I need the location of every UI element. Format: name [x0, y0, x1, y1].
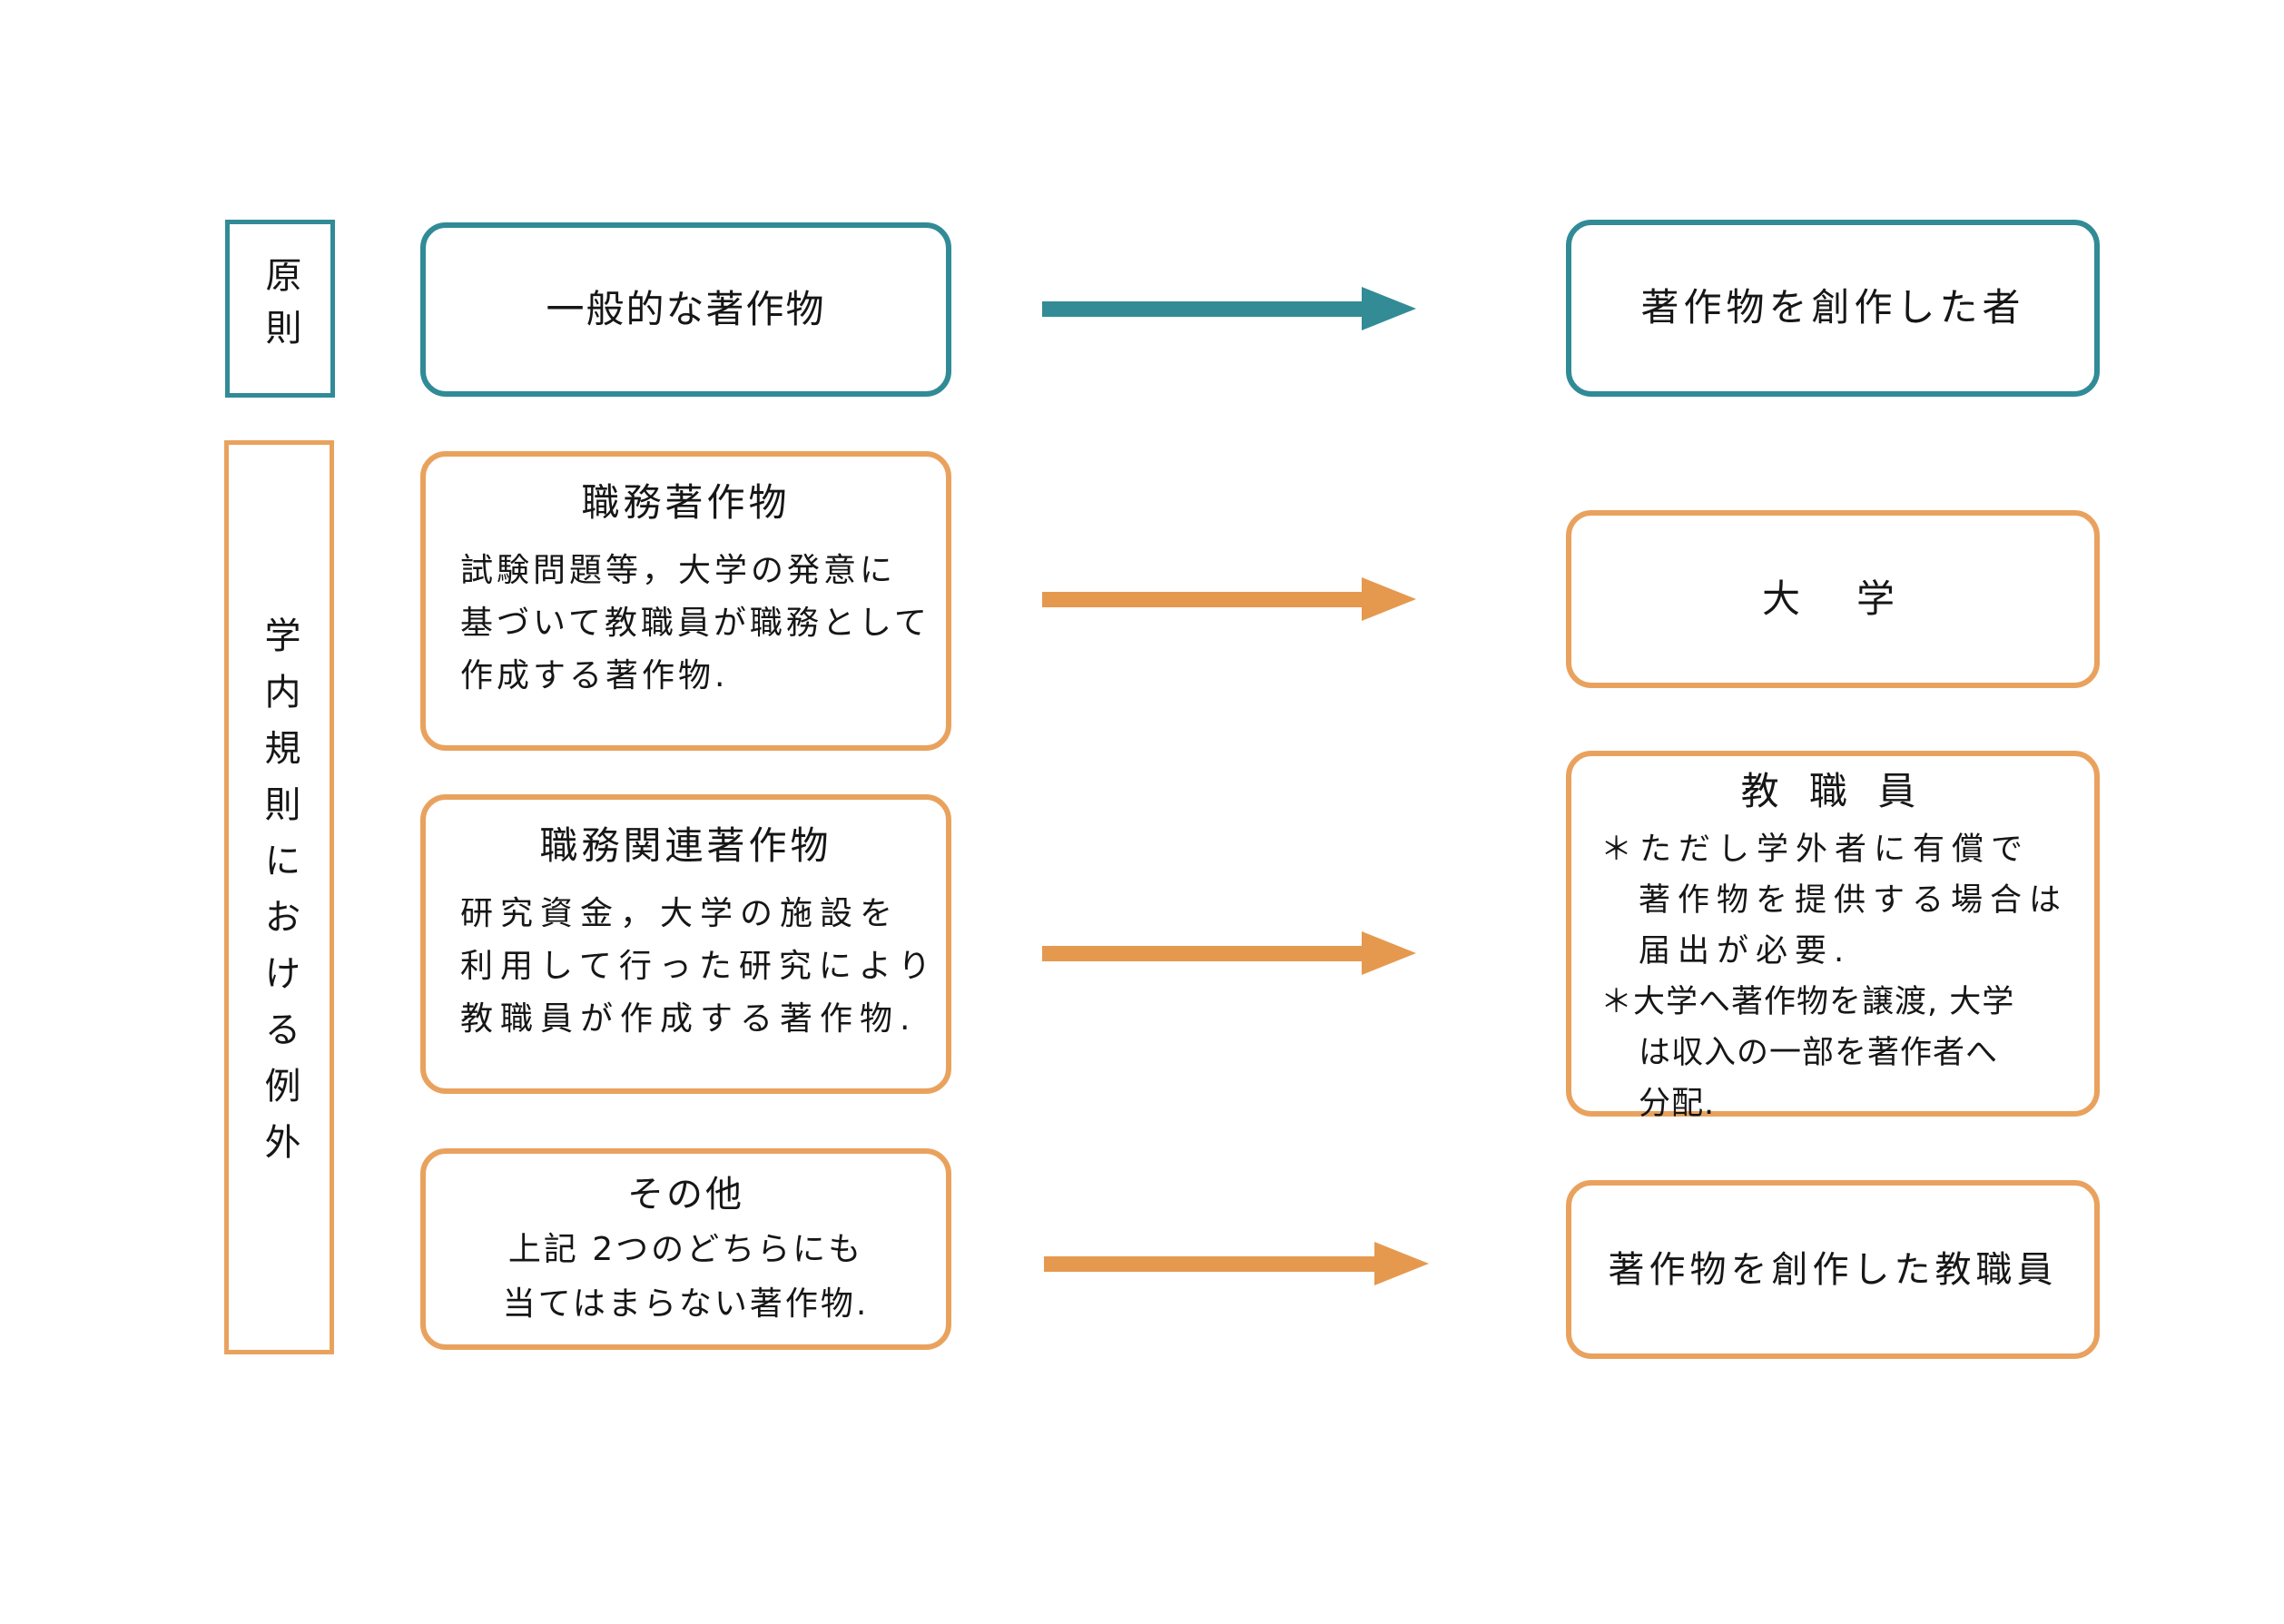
right-arrow-icon [1374, 1242, 1429, 1285]
box-faculty-staff: 教 職 員 ＊ただし学外者に有償で 著作物を提供する場合は 届出が必要. ＊大学… [1566, 751, 2100, 1122]
body-line: 基づいて教職員が職務として [460, 604, 930, 642]
arrow-related-to-faculty [1042, 931, 1416, 975]
campus-rule-exception-label-box: 学内規則における例外 [224, 440, 334, 1354]
principle-label-box: 原則 [225, 220, 335, 398]
principle-label: 原則 [259, 256, 301, 361]
box-other: その他 上記 2つのどちらにも 当てはまらない著作物. [420, 1148, 951, 1350]
arrow-shaft [1042, 945, 1362, 961]
note-line: は収入の一部を著作者へ [1639, 1034, 1999, 1071]
body-line: 教職員が作成する著作物. [460, 999, 918, 1038]
creator-title: 著作物を創作した者 [1640, 285, 2025, 330]
box-university: 大 学 [1566, 510, 2100, 688]
arrow-shaft [1042, 591, 1362, 607]
note-line: ＊ただし学外者に有償で [1600, 831, 2031, 868]
arrow-shaft [1042, 300, 1362, 317]
faculty-staff-notes: ＊ただし学外者に有償で 著作物を提供する場合は 届出が必要. ＊大学へ著作物を譲… [1571, 824, 2094, 1129]
box-creator: 著作物を創作した者 [1566, 220, 2100, 397]
work-related-body: 研究資金，大学の施設を 利用して行った研究により 教職員が作成する著作物. [426, 888, 946, 1046]
arrow-shaft [1044, 1255, 1374, 1272]
arrow-other-to-creating-faculty [1044, 1242, 1429, 1285]
arrow-general-to-creator [1042, 287, 1416, 330]
note-line: ＊大学へ著作物を譲渡, 大学 [1600, 983, 2015, 1020]
body-line: 試験問題等，大学の発意に [460, 551, 897, 589]
body-line: 利用して行った研究により [460, 947, 939, 985]
note-line: 著作物を提供する場合は [1639, 881, 2069, 919]
faculty-staff-title: 教 職 員 [1740, 769, 1925, 813]
note-item: ＊大学へ著作物を譲渡, 大学 は収入の一部を著作者へ 分配. [1600, 977, 2083, 1129]
work-made-for-hire-title: 職務著作物 [581, 480, 791, 525]
note-item: ＊ただし学外者に有償で 著作物を提供する場合は 届出が必要. [1600, 824, 2083, 977]
body-line: 作成する著作物. [460, 656, 729, 694]
note-line: 届出が必要. [1639, 932, 1852, 969]
general-work-title: 一般的な著作物 [546, 286, 826, 331]
body-line: 当てはまらない著作物. [502, 1285, 870, 1323]
other-title: その他 [627, 1174, 744, 1216]
right-arrow-icon [1362, 287, 1416, 330]
work-related-title: 職務関連著作物 [539, 823, 832, 868]
box-general-work: 一般的な著作物 [420, 222, 951, 397]
right-arrow-icon [1362, 931, 1416, 975]
note-line: 分配. [1639, 1085, 1716, 1122]
arrow-hire-to-university [1042, 577, 1416, 621]
box-creating-faculty: 著作物を創作した教職員 [1566, 1180, 2100, 1359]
creating-faculty-title: 著作物を創作した教職員 [1608, 1248, 2058, 1291]
box-work-related: 職務関連著作物 研究資金，大学の施設を 利用して行った研究により 教職員が作成す… [420, 794, 951, 1094]
campus-rule-exception-label: 学内規則における例外 [258, 615, 300, 1179]
body-line: 研究資金，大学の施設を [460, 894, 901, 932]
university-title: 大 学 [1761, 576, 1904, 621]
box-work-made-for-hire: 職務著作物 試験問題等，大学の発意に 基づいて教職員が職務として 作成する著作物… [420, 451, 951, 751]
other-body: 上記 2つのどちらにも 当てはまらない著作物. [426, 1223, 946, 1332]
body-line: 上記 2つのどちらにも [507, 1231, 864, 1268]
right-arrow-icon [1362, 577, 1416, 621]
work-made-for-hire-body: 試験問題等，大学の発意に 基づいて教職員が職務として 作成する著作物. [426, 545, 946, 703]
